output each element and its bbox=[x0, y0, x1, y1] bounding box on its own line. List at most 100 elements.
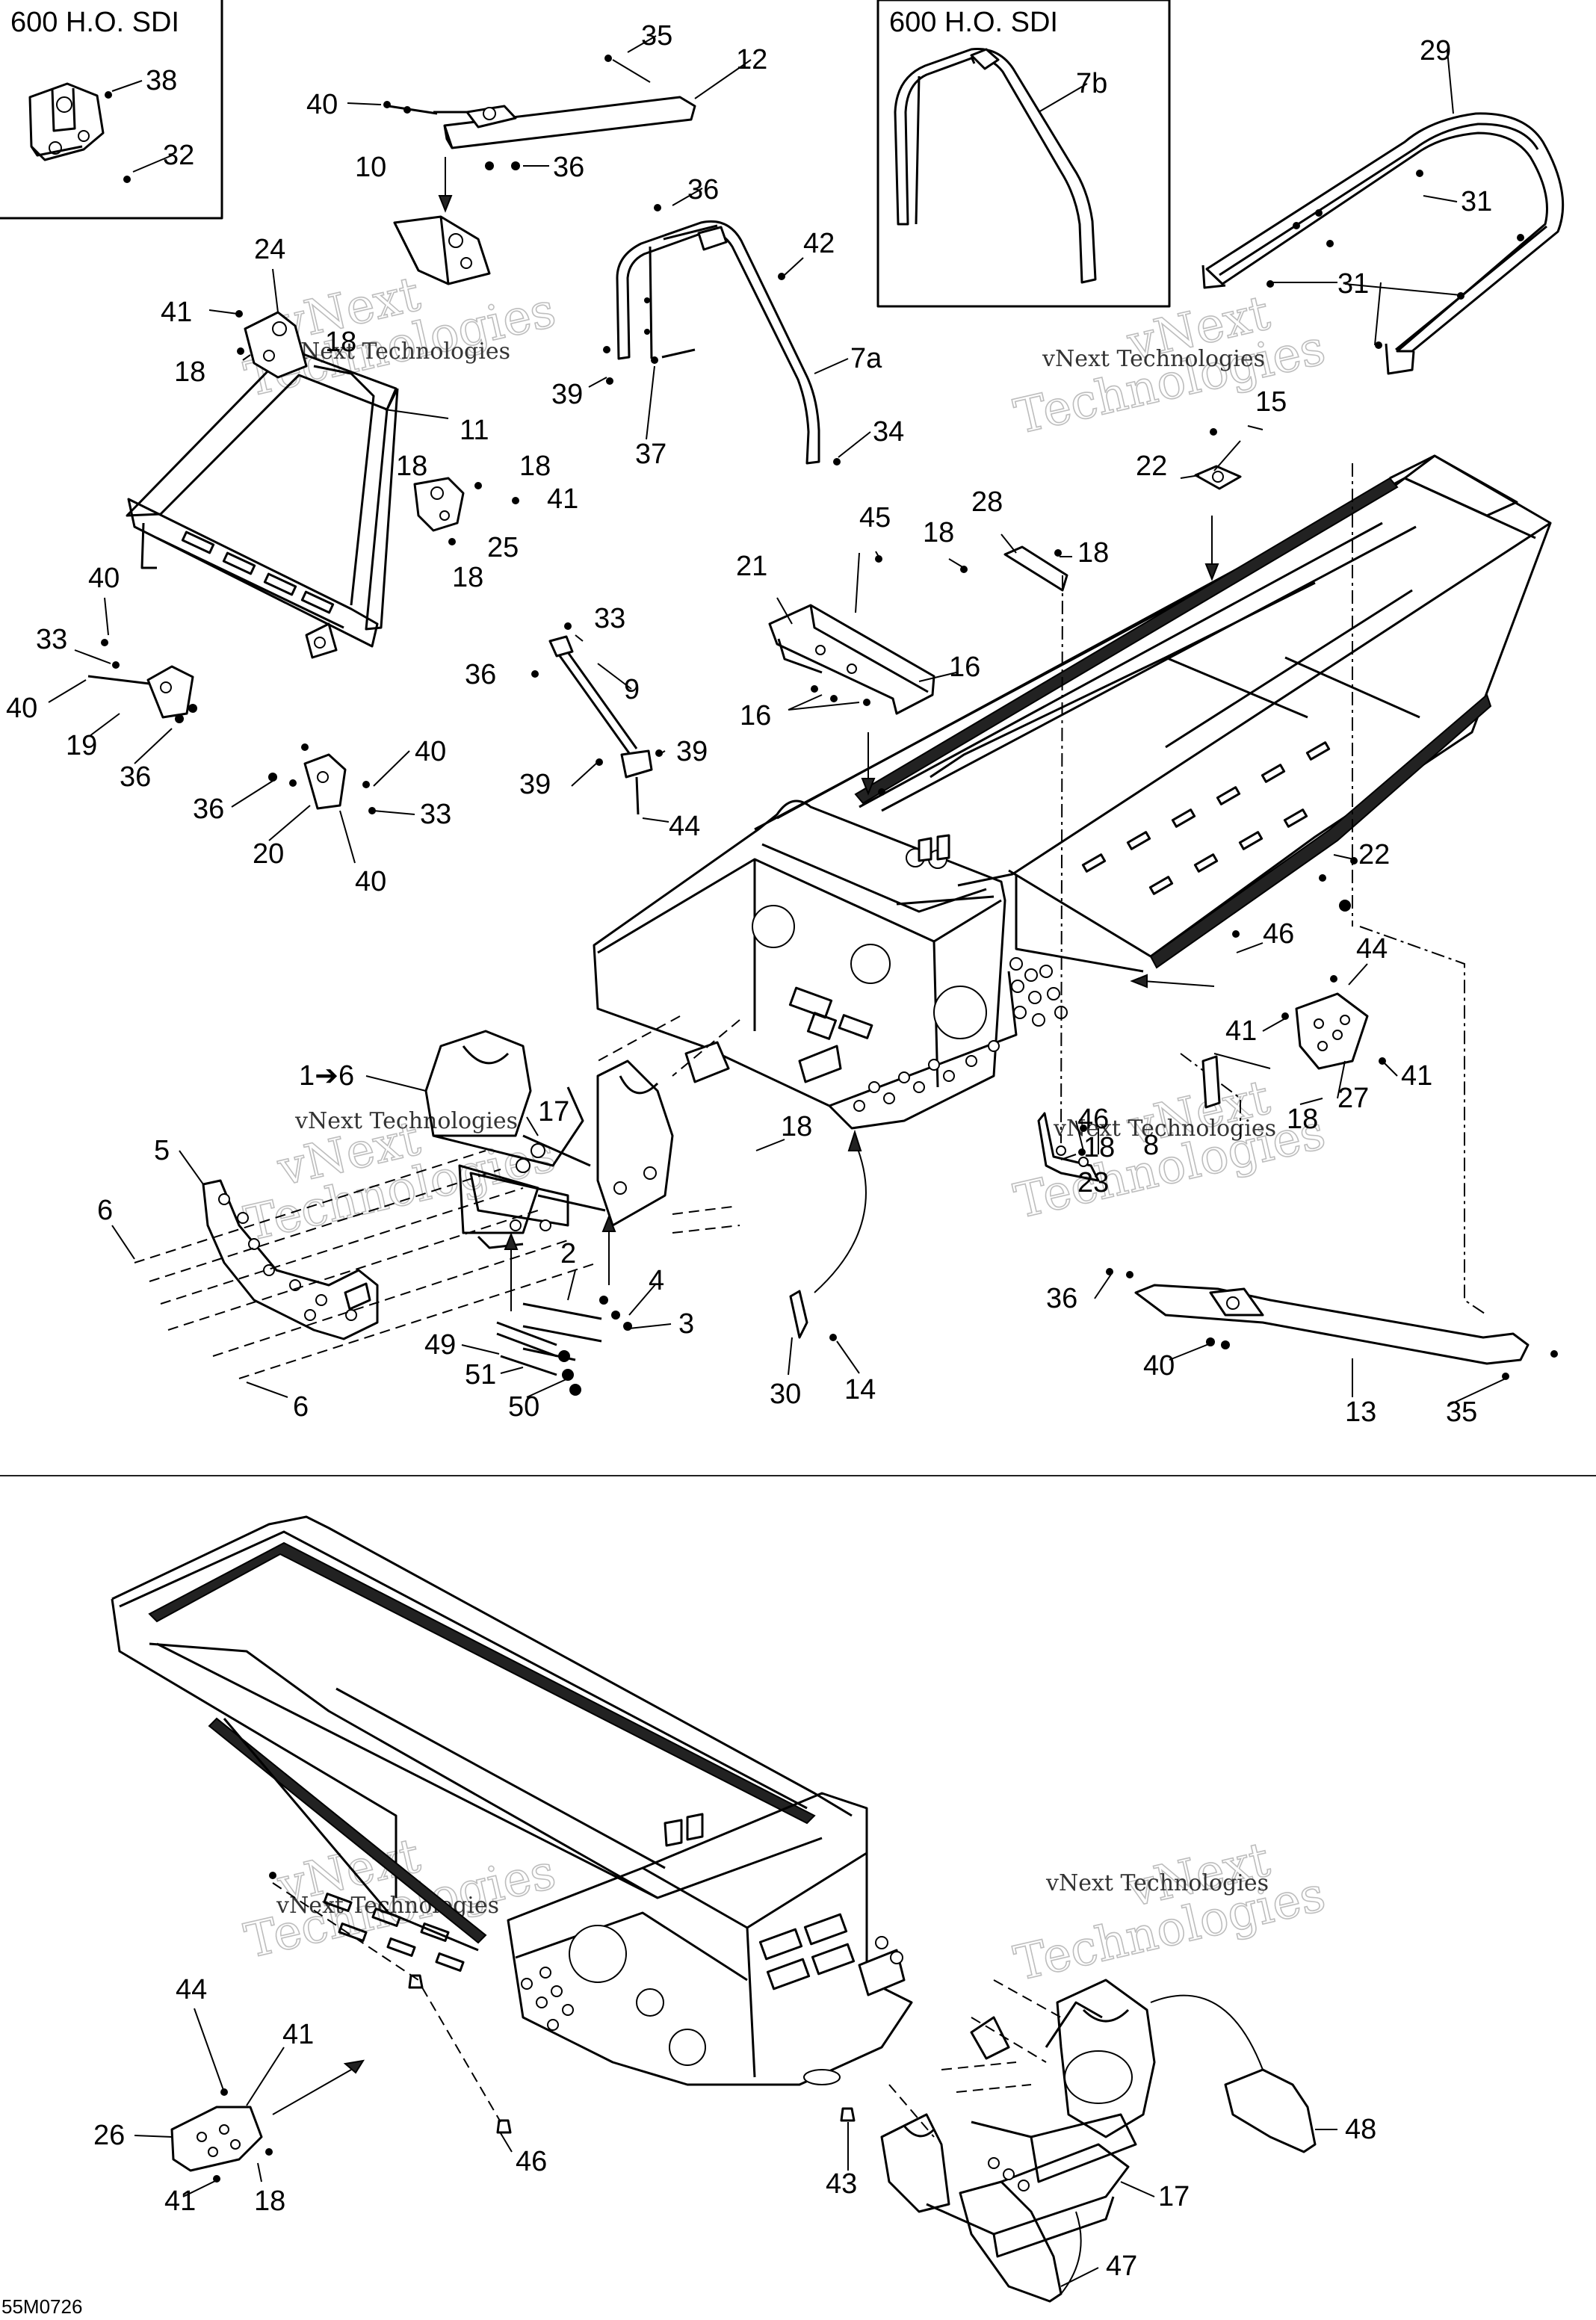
bracket-8 bbox=[1078, 1055, 1221, 1156]
pad-47 bbox=[959, 2180, 1082, 2303]
callout-44: 44 bbox=[1356, 933, 1388, 965]
callout-47: 47 bbox=[1106, 2251, 1137, 2282]
callout-41: 41 bbox=[164, 2186, 196, 2217]
callout-19: 19 bbox=[66, 730, 97, 761]
callout-35: 35 bbox=[1446, 1396, 1477, 1428]
variant-box-title: 600 H.O. SDI bbox=[889, 7, 1058, 38]
bracket-20 bbox=[268, 743, 376, 814]
callout-39: 39 bbox=[519, 769, 551, 800]
callout-1-6: 1➔6 bbox=[299, 1060, 354, 1092]
front-suspension-lower bbox=[880, 1979, 1156, 2258]
bracket-10 bbox=[393, 157, 491, 285]
bracket-26 bbox=[170, 2059, 365, 2183]
callout-40: 40 bbox=[6, 693, 37, 724]
bracket-27 bbox=[1281, 975, 1386, 1070]
callout-13: 13 bbox=[1345, 1396, 1376, 1428]
callout-3: 3 bbox=[678, 1308, 694, 1340]
callout-18: 18 bbox=[254, 2186, 285, 2217]
bar-7b bbox=[894, 48, 1097, 284]
callout-27: 27 bbox=[1337, 1083, 1369, 1114]
suspension-bracket-1-6 bbox=[424, 1030, 674, 1249]
callout-23: 23 bbox=[1077, 1167, 1109, 1198]
callout-18: 18 bbox=[1077, 537, 1109, 569]
callout-9: 9 bbox=[624, 674, 640, 705]
callout-36: 36 bbox=[120, 761, 151, 793]
callout-31: 31 bbox=[1461, 186, 1492, 217]
callout-25: 25 bbox=[487, 532, 519, 563]
callout-41: 41 bbox=[547, 483, 578, 515]
callout-36: 36 bbox=[687, 174, 719, 205]
callout-2: 2 bbox=[560, 1238, 576, 1269]
callout-40: 40 bbox=[88, 563, 120, 594]
callout-22: 22 bbox=[1358, 839, 1390, 870]
bar-7a bbox=[603, 204, 841, 465]
callout-15: 15 bbox=[1255, 386, 1287, 418]
callout-40: 40 bbox=[355, 866, 386, 897]
assembly-arrows bbox=[861, 732, 1271, 1069]
callout-34: 34 bbox=[873, 416, 904, 448]
callout-4: 4 bbox=[649, 1265, 664, 1296]
callout-10: 10 bbox=[355, 152, 386, 183]
strut-9 bbox=[531, 622, 663, 815]
callout-18: 18 bbox=[781, 1111, 812, 1142]
watermark: vNext Technologies bbox=[1009, 1069, 1331, 1231]
callout-12: 12 bbox=[736, 44, 767, 75]
callout-16: 16 bbox=[740, 700, 771, 731]
callout-7a: 7a bbox=[850, 343, 882, 374]
callout-26: 26 bbox=[93, 2120, 125, 2151]
callout-18: 18 bbox=[452, 562, 483, 593]
callout-41: 41 bbox=[1401, 1060, 1432, 1092]
figure-code: 55M0726 bbox=[1, 2295, 82, 2318]
callout-39: 39 bbox=[551, 379, 583, 410]
callout-37: 37 bbox=[635, 439, 666, 470]
callout-40: 40 bbox=[306, 89, 338, 120]
variant-box-right: 600 H.O. SDI bbox=[876, 0, 1171, 308]
callout-41: 41 bbox=[282, 2019, 314, 2050]
tunnel-lower bbox=[111, 1515, 853, 1972]
callout-6: 6 bbox=[293, 1391, 309, 1423]
callout-24: 24 bbox=[254, 234, 285, 265]
bracket-30 bbox=[789, 1129, 867, 1341]
callout-46: 46 bbox=[1077, 1104, 1109, 1135]
callout-40: 40 bbox=[415, 736, 446, 767]
callout-44: 44 bbox=[669, 811, 700, 842]
callout-7b: 7b bbox=[1076, 68, 1107, 99]
callout-49: 49 bbox=[424, 1329, 456, 1361]
callout-18: 18 bbox=[1287, 1104, 1318, 1135]
callout-8: 8 bbox=[1143, 1130, 1159, 1161]
watermark-small: vNext Technologies bbox=[294, 1108, 518, 1134]
callout-18: 18 bbox=[396, 451, 427, 482]
callout-18: 18 bbox=[519, 451, 551, 482]
engine-cradle-lower bbox=[507, 1792, 913, 2086]
callout-labels: 38 32 35 12 40 36 10 7b 29 31 31 36 42 7… bbox=[6, 20, 1492, 2282]
callout-11: 11 bbox=[460, 415, 489, 446]
callout-51: 51 bbox=[465, 1359, 496, 1391]
callout-31: 31 bbox=[1337, 268, 1369, 300]
callout-38: 38 bbox=[146, 65, 177, 96]
watermark: vNext Technologies bbox=[1009, 1831, 1331, 1993]
alignment-lines bbox=[134, 463, 1488, 1379]
callout-36: 36 bbox=[465, 659, 496, 690]
callout-18: 18 bbox=[174, 356, 205, 388]
callout-18: 18 bbox=[325, 327, 356, 358]
watermark-small: vNext Technologies bbox=[287, 338, 510, 365]
bracket-part bbox=[28, 82, 131, 183]
rear-bumper-29 bbox=[1201, 112, 1565, 375]
bracket-25 bbox=[413, 477, 519, 545]
callout-50: 50 bbox=[508, 1391, 539, 1423]
callout-33: 33 bbox=[594, 603, 625, 634]
callout-46: 46 bbox=[516, 2146, 547, 2177]
callout-29: 29 bbox=[1420, 35, 1451, 66]
callout-36: 36 bbox=[193, 794, 224, 825]
watermark-small: vNext Technologies bbox=[1045, 1870, 1269, 1896]
callout-leaders bbox=[48, 35, 1506, 2287]
callout-48: 48 bbox=[1345, 2114, 1376, 2145]
callout-39: 39 bbox=[676, 736, 708, 767]
callout-17: 17 bbox=[538, 1096, 569, 1127]
watermarks: vNext Technologies vNext Technologies vN… bbox=[239, 266, 1331, 1993]
callout-18: 18 bbox=[923, 517, 954, 548]
callout-41: 41 bbox=[161, 297, 192, 328]
upper-bar-12 bbox=[383, 55, 696, 170]
variant-box-left: 600 H.O. SDI bbox=[0, 0, 223, 220]
